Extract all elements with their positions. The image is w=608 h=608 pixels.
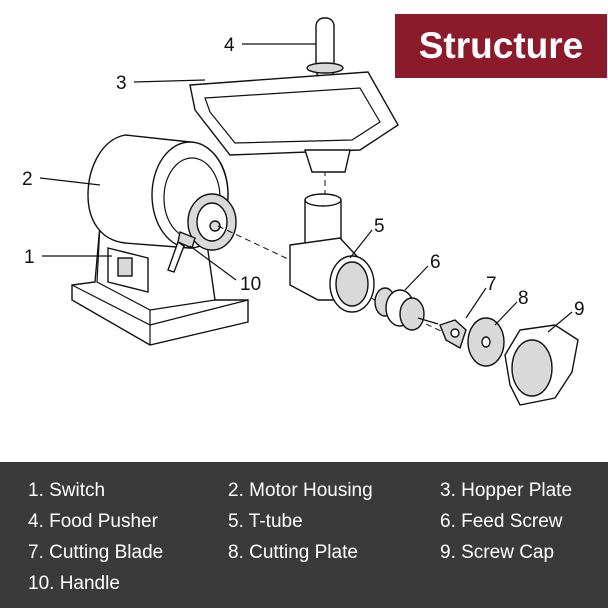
legend-item-feed-screw: 6. Feed Screw bbox=[440, 511, 563, 532]
legend-item-food-pusher: 4. Food Pusher bbox=[28, 511, 158, 532]
callout-lines bbox=[39, 43, 573, 333]
legend-item-cutting-blade: 7. Cutting Blade bbox=[28, 542, 164, 563]
title-banner: Structure bbox=[395, 14, 607, 78]
legend-item-motor-housing: 2. Motor Housing bbox=[228, 480, 373, 501]
callout-7: 7 bbox=[486, 274, 497, 295]
callout-3: 3 bbox=[116, 73, 127, 94]
callout-1: 1 bbox=[24, 247, 35, 268]
callout-5: 5 bbox=[374, 216, 385, 237]
motor-housing bbox=[87, 134, 237, 251]
switch-panel bbox=[107, 247, 149, 293]
cutting-blade bbox=[439, 319, 467, 350]
legend-item-screw-cap: 9. Screw Cap bbox=[440, 542, 555, 563]
diagram-area: 4 3 2 1 10 5 6 7 8 9 Structure bbox=[22, 14, 607, 406]
legend-item-cutting-plate: 8. Cutting Plate bbox=[228, 542, 358, 563]
legend-item-t-tube: 5. T-tube bbox=[228, 511, 303, 532]
t-tube bbox=[289, 193, 375, 313]
legend-panel: 1. Switch 2. Motor Housing 3. Hopper Pla… bbox=[0, 462, 608, 608]
legend-item-handle: 10. Handle bbox=[28, 573, 120, 594]
exploded-diagram: 4 3 2 1 10 5 6 7 8 9 bbox=[22, 17, 585, 406]
legend-item-hopper-plate: 3. Hopper Plate bbox=[440, 480, 573, 501]
callout-10: 10 bbox=[240, 274, 261, 295]
screw-cap bbox=[504, 324, 579, 406]
hopper-plate bbox=[189, 71, 399, 173]
callout-2: 2 bbox=[22, 169, 33, 190]
callout-9: 9 bbox=[574, 299, 585, 320]
legend-item-switch: 1. Switch bbox=[28, 480, 106, 501]
callout-6: 6 bbox=[430, 252, 441, 273]
cutting-plate bbox=[467, 317, 505, 367]
handle bbox=[167, 231, 196, 273]
feed-screw bbox=[374, 287, 439, 331]
callout-8: 8 bbox=[518, 288, 529, 309]
callout-4: 4 bbox=[224, 35, 235, 56]
switch-icon bbox=[117, 257, 133, 277]
